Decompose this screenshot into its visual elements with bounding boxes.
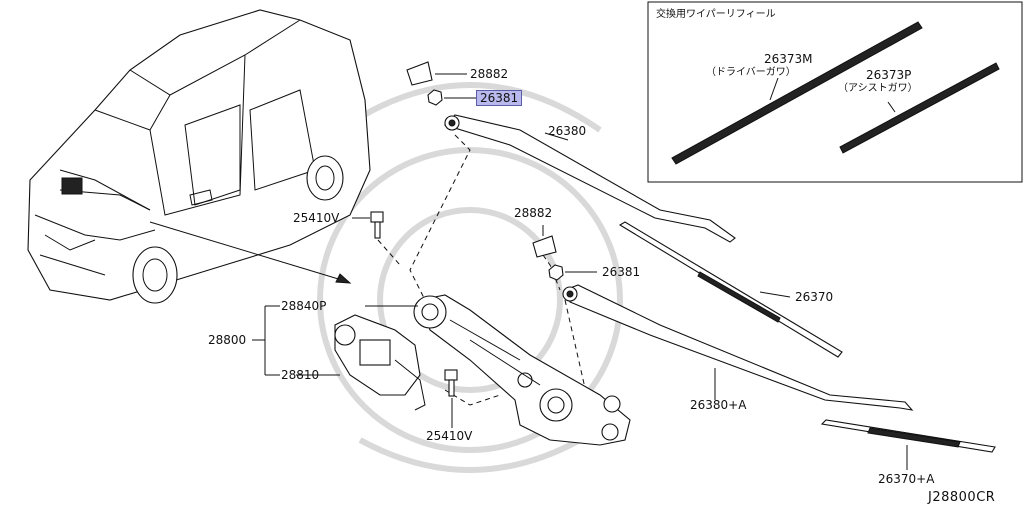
nut-lower-part[interactable] (548, 264, 564, 281)
label-cap-lower[interactable]: 28882 (514, 206, 553, 220)
label-cap-upper[interactable]: 28882 (470, 67, 509, 81)
label-linkage-pivot[interactable]: 28840P (281, 299, 327, 313)
arm-assist-part[interactable] (562, 284, 914, 411)
refill-driver-code[interactable]: 26373M (764, 52, 813, 66)
refill-driver-strip[interactable] (671, 21, 923, 165)
refill-assist-code[interactable]: 26373P (866, 68, 912, 82)
bolt-upper-part[interactable] (370, 211, 384, 239)
arm-driver-part[interactable] (443, 114, 736, 243)
label-bolt-lower[interactable]: 25410V (426, 429, 473, 443)
cap-upper-part[interactable] (406, 61, 433, 86)
motor-part[interactable] (334, 314, 426, 411)
blade-assist-part[interactable] (820, 419, 996, 453)
refill-assist-sub: （アシストガワ） (838, 83, 918, 94)
inset-refill-box (647, 1, 1023, 183)
label-assembly[interactable]: 28800 (208, 333, 247, 347)
label-blade-driver[interactable]: 26370 (795, 290, 834, 304)
inset-title: 交換用ワイパーリフィール (656, 9, 776, 20)
diagram-code: J28800CR (928, 490, 996, 505)
refill-driver-sub: （ドライバーガワ） (706, 67, 796, 78)
label-blade-assist[interactable]: 26370+A (878, 472, 935, 486)
assembly-bracket (252, 305, 280, 376)
label-arm-driver[interactable]: 26380 (548, 124, 587, 138)
label-arm-assist[interactable]: 26380+A (690, 398, 747, 412)
pointer-arrow (149, 221, 352, 284)
label-motor[interactable]: 28810 (281, 368, 320, 382)
refill-assist-strip[interactable] (839, 62, 1000, 154)
blade-driver-part[interactable] (618, 221, 843, 358)
label-nut-upper-highlighted[interactable]: 26381 (476, 90, 523, 106)
linkage-assembly-part[interactable] (413, 294, 631, 446)
label-nut-lower[interactable]: 26381 (602, 265, 641, 279)
bolt-lower-part[interactable] (444, 369, 458, 397)
label-bolt-upper[interactable]: 25410V (293, 211, 340, 225)
nut-upper-part[interactable] (427, 89, 443, 106)
vehicle-illustration (27, 9, 371, 304)
cap-lower-part[interactable] (532, 235, 557, 258)
